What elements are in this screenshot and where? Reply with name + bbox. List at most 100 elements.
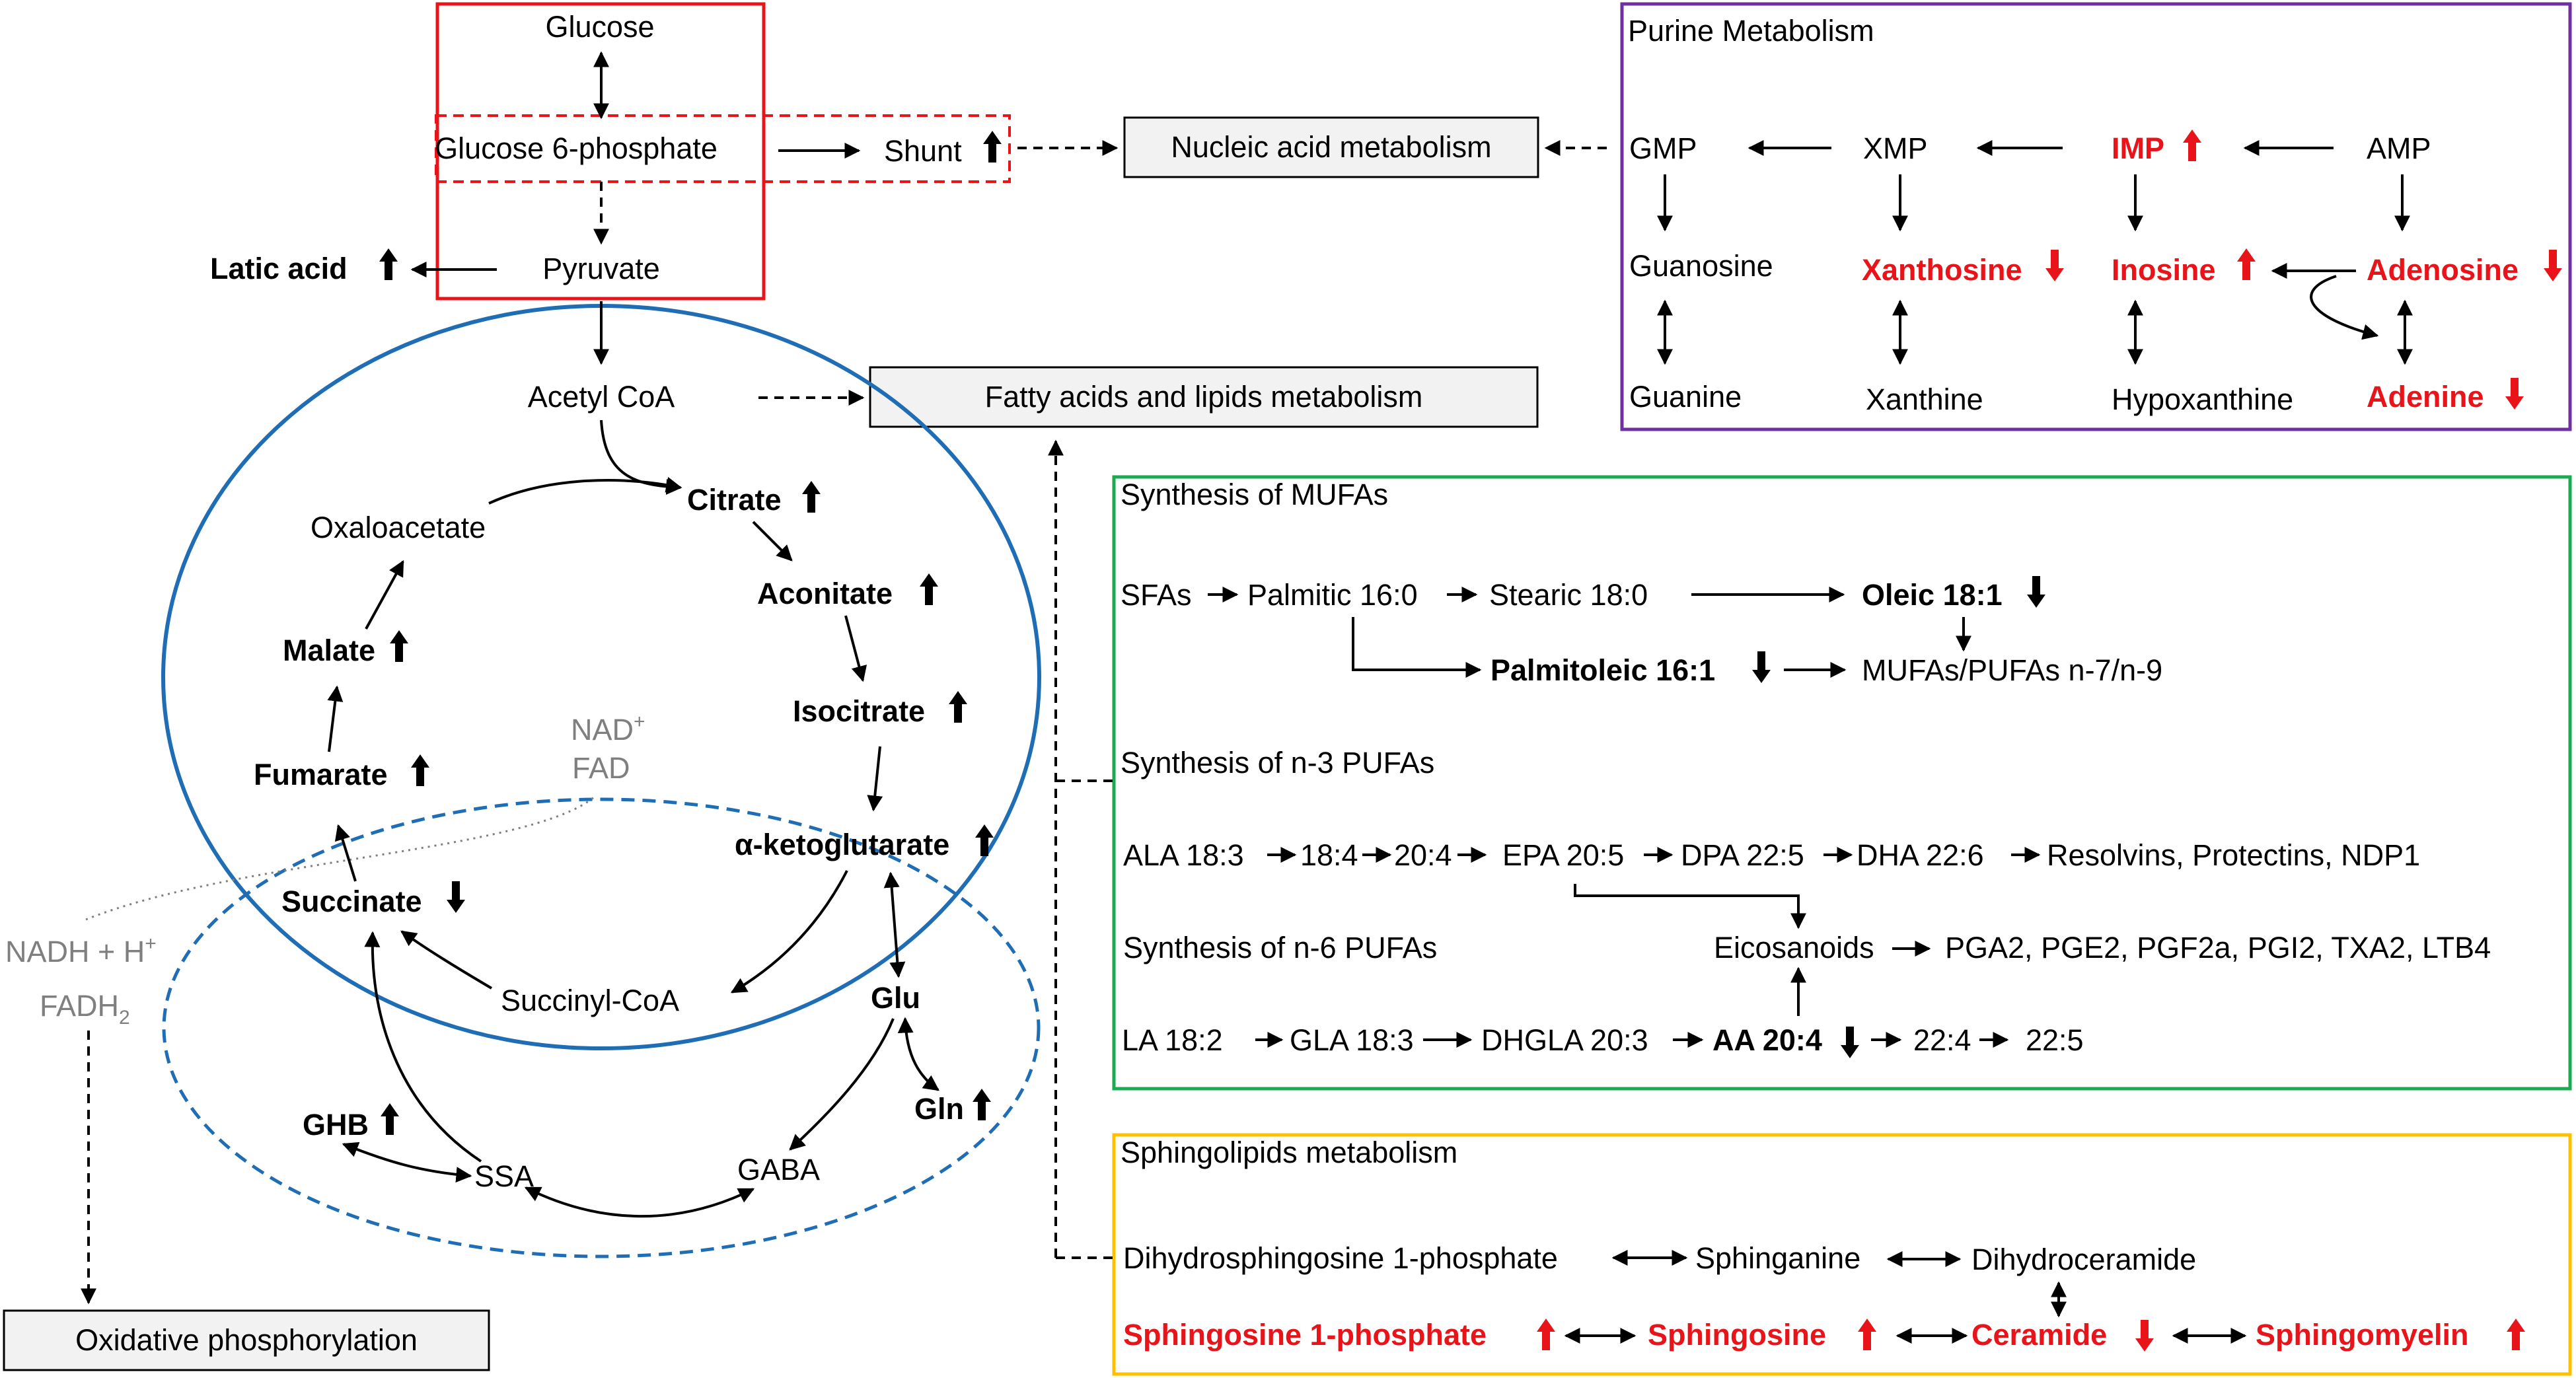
succinate-fumarate-arrow — [334, 824, 357, 882]
acetyl-coa-label: Acetyl CoA — [528, 380, 675, 414]
oxaloacetate-citrate-arrow — [488, 477, 682, 505]
c225-label: 22:5 — [2026, 1023, 2084, 1057]
aconitate-up-arrow — [920, 573, 938, 605]
fumarate-label: Fumarate — [254, 758, 388, 791]
stearic-label: Stearic 18:0 — [1489, 578, 1648, 612]
n3-title: Synthesis of n-3 PUFAs — [1121, 746, 1434, 780]
isocitrate-up-arrow — [949, 691, 967, 723]
palmitoleic-down-arrow — [1752, 651, 1771, 683]
succinate-down-arrow — [447, 881, 465, 913]
ssa-label: SSA — [474, 1159, 534, 1193]
s1p-up-arrow — [1537, 1319, 1555, 1350]
latic-acid-up-arrow — [379, 248, 398, 280]
fatty-synthesis-frame — [1112, 475, 2572, 1091]
fumarate-up-arrow — [411, 754, 429, 786]
sphingo-title: Sphingolipids metabolism — [1121, 1136, 1457, 1169]
xanthosine-label: Xanthosine — [1862, 253, 2022, 287]
nucleic-box-label: Nucleic acid metabolism — [1171, 130, 1491, 164]
fadh-label: FADH2 — [40, 989, 130, 1029]
aa-label: AA 20:4 — [1712, 1023, 1822, 1057]
fatty-box-label: Fatty acids and lipids metabolism — [985, 380, 1423, 414]
oxphos-box-label: Oxidative phosphorylation — [75, 1323, 418, 1357]
sphingosine-up-arrow — [1858, 1319, 1876, 1350]
adenosine-label: Adenosine — [2367, 253, 2519, 287]
oxphos-box — [3, 1309, 490, 1371]
la-label: LA 18:2 — [1122, 1023, 1223, 1057]
imp-label: IMP — [2112, 131, 2164, 165]
glu-label: Glu — [871, 981, 920, 1015]
akg-succinylcoa-arrow — [730, 870, 848, 994]
epa-label: EPA 20:5 — [1502, 838, 1624, 872]
fadh-subscript: 2 — [119, 1007, 130, 1029]
sphingosine-label: Sphingosine — [1648, 1318, 1826, 1352]
palmitic-palmitoleic-arrow — [1352, 617, 1482, 678]
gaba-ssa-arrow — [524, 1186, 755, 1218]
latic-acid-label: Latic acid — [210, 252, 348, 285]
amp-label: AMP — [2367, 131, 2431, 165]
malate-up-arrow — [390, 630, 408, 662]
xanthine-label: Xanthine — [1866, 382, 1983, 416]
purine-frame — [1620, 2, 2572, 431]
xmp-label: XMP — [1863, 131, 1928, 165]
succinyl-coa-label: Succinyl-CoA — [501, 984, 679, 1017]
aconitate-isocitrate-arrow — [844, 615, 867, 682]
oleic-label: Oleic 18:1 — [1862, 578, 2003, 612]
fad-label: FAD — [572, 751, 630, 785]
ghb-label: GHB — [303, 1108, 369, 1142]
palmitic-label: Palmitic 16:0 — [1247, 578, 1418, 612]
citrate-aconitate-arrow — [752, 521, 793, 562]
aa-down-arrow — [1841, 1027, 1859, 1058]
isocitrate-akg-arrow — [867, 746, 883, 812]
ala-label: ALA 18:3 — [1123, 838, 1244, 872]
sphingolipid-frame — [1112, 1133, 2572, 1376]
xanthosine-down-arrow — [2045, 250, 2064, 281]
shunt-up-arrow — [983, 131, 1002, 163]
adenosine-down-arrow — [2544, 250, 2562, 281]
gln-up-arrow — [973, 1089, 991, 1120]
succinylcoa-succinate-arrow — [400, 930, 493, 990]
nadh-label: NADH + H+ — [5, 933, 157, 968]
n6-title: Synthesis of n-6 PUFAs — [1123, 931, 1437, 964]
epa-eicosanoids-arrow — [1574, 884, 1806, 929]
c204-label: 20:4 — [1394, 838, 1452, 872]
succinate-label: Succinate — [281, 885, 422, 918]
c184-label: 18:4 — [1300, 838, 1358, 872]
dha-label: DHA 22:6 — [1857, 838, 1984, 872]
citrate-label: Citrate — [687, 483, 782, 517]
adenine-down-arrow — [2505, 378, 2524, 410]
sphingomyelin-label: Sphingomyelin — [2256, 1318, 2469, 1352]
pyruvate-label: Pyruvate — [542, 252, 660, 285]
ghb-up-arrow — [381, 1103, 399, 1135]
dpa-label: DPA 22:5 — [1681, 838, 1804, 872]
gln-label: Gln — [914, 1092, 964, 1126]
g6p-label: Glucose 6-phosphate — [435, 131, 718, 165]
glucose-label: Glucose — [545, 10, 654, 44]
dihydroceramide-label: Dihydroceramide — [1971, 1243, 2196, 1276]
gaba-shunt-oval — [162, 797, 1041, 1258]
malate-oxaloacetate-arrow — [365, 560, 404, 630]
gla-label: GLA 18:3 — [1290, 1023, 1414, 1057]
eicosanoids-label: Eicosanoids — [1714, 931, 1874, 964]
resolvins-label: Resolvins, Protectins, NDP1 — [2047, 838, 2420, 872]
guanosine-label: Guanosine — [1629, 249, 1773, 283]
nucleic-box — [1123, 116, 1539, 178]
gaba-label: GABA — [737, 1153, 820, 1186]
aconitate-label: Aconitate — [757, 577, 893, 610]
dhgla-label: DHGLA 20:3 — [1481, 1023, 1648, 1057]
nad-superscript: + — [634, 711, 645, 733]
purine-title: Purine Metabolism — [1628, 14, 1874, 48]
guanine-label: Guanine — [1629, 380, 1742, 414]
citrate-up-arrow — [802, 481, 821, 513]
s1p-label: Sphingosine 1-phosphate — [1123, 1318, 1487, 1352]
glu-gln-arrow — [897, 1017, 939, 1091]
akg-up-arrow — [975, 824, 994, 856]
acetylcoa-citrate-arrow — [600, 419, 682, 495]
nadh-superscript: + — [145, 933, 157, 955]
c224-label: 22:4 — [1913, 1023, 1971, 1057]
oleic-down-arrow — [2027, 576, 2045, 608]
mufas-pufas-label: MUFAs/PUFAs n-7/n-9 — [1862, 653, 2162, 687]
mufa-title: Synthesis of MUFAs — [1121, 478, 1388, 511]
imp-up-arrow — [2183, 129, 2201, 161]
sfas-label: SFAs — [1121, 578, 1192, 612]
